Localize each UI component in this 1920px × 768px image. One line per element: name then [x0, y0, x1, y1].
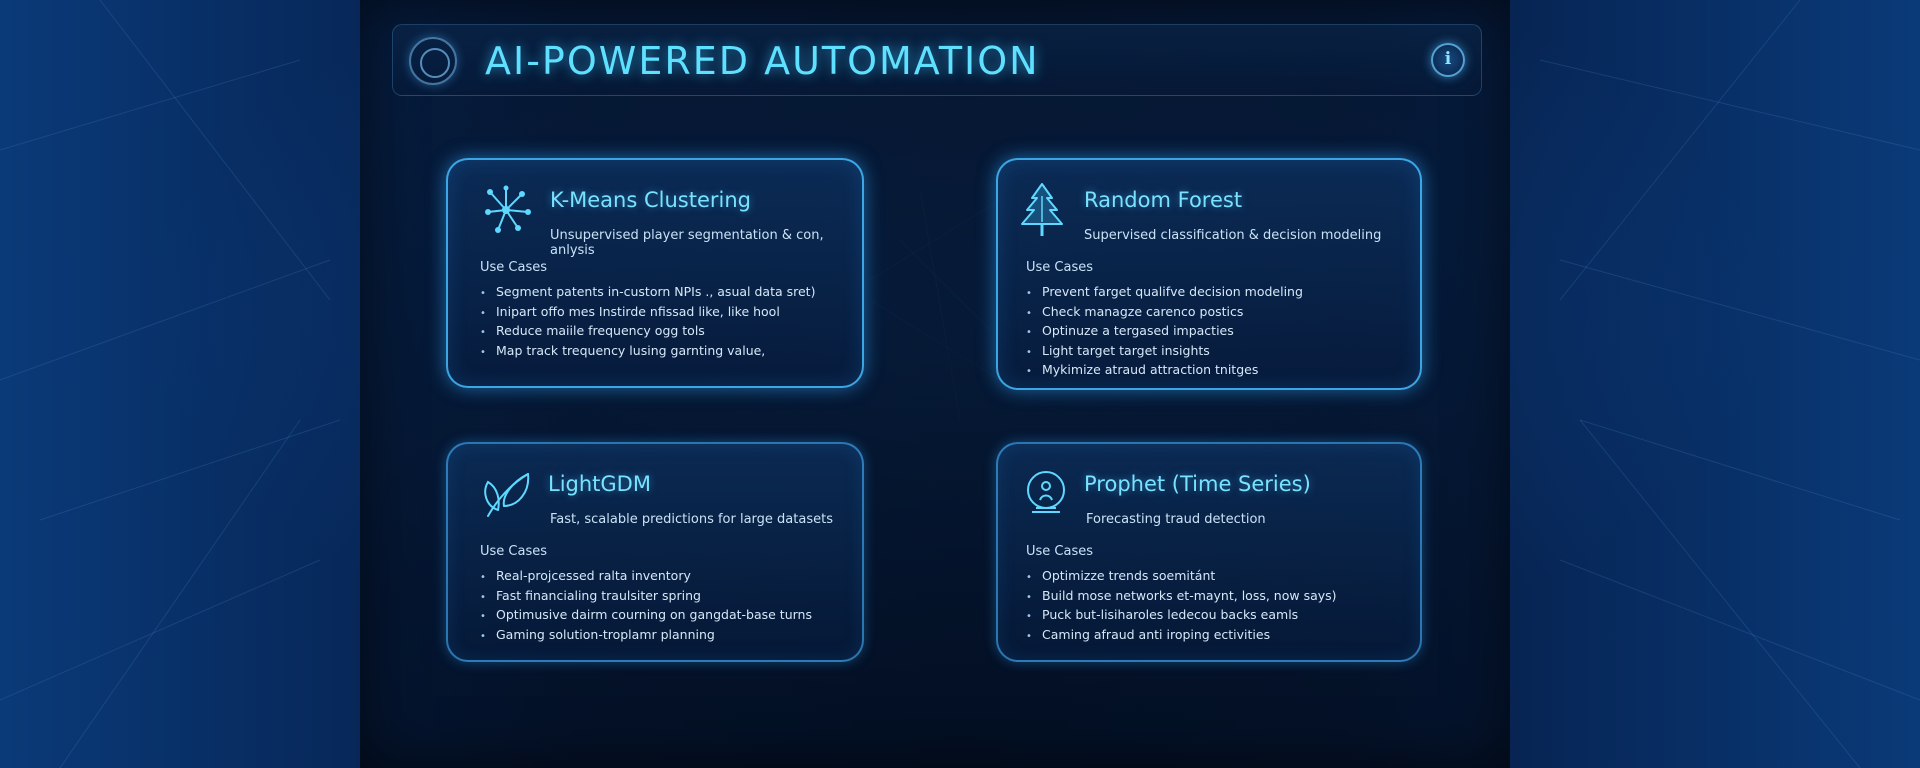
- use-case-list: Prevent farget qualifve decision modelin…: [1026, 282, 1303, 380]
- list-item: Optimusive dairm courning on gangdat-bas…: [480, 605, 812, 625]
- crystal-ball-icon: [1027, 471, 1065, 513]
- leaf-icon: [484, 473, 530, 517]
- list-item: Light target target insights: [1026, 341, 1303, 361]
- list-item: Check managze carenco postics: [1026, 302, 1303, 322]
- list-item: Fast financialing traulsiter spring: [480, 586, 812, 606]
- card-subtitle: Fast, scalable predictions for large dat…: [550, 512, 833, 527]
- use-case-list: Optimizze trends soemitánt Build mose ne…: [1026, 566, 1337, 644]
- list-item: Map track trequency lusing garnting valu…: [480, 341, 815, 361]
- use-case-list: Real-projcessed ralta inventory Fast fin…: [480, 566, 812, 644]
- use-cases-label: Use Cases: [480, 544, 548, 559]
- list-item: Optinuze a tergased impacties: [1026, 321, 1303, 341]
- use-case-list: Segment patents in-custorn NPIs ., asual…: [480, 282, 815, 360]
- card-subtitle: Supervised classification & decision mod…: [1084, 228, 1382, 243]
- use-cases-label: Use Cases: [1026, 260, 1094, 275]
- list-item: Caming afraud anti iroping ectivities: [1026, 625, 1337, 645]
- list-item: Inipart offo mes Instirde nfissad like, …: [480, 302, 815, 322]
- use-cases-label: Use Cases: [480, 260, 548, 275]
- network-nodes-icon: [485, 185, 531, 233]
- list-item: Gaming solution-troplamr planning: [480, 625, 812, 645]
- tree-icon: [1021, 183, 1063, 236]
- card-lightgdm[interactable]: LightGDM Fast, scalable predictions for …: [446, 442, 864, 662]
- card-title: K-Means Clustering: [550, 188, 751, 212]
- list-item: Optimizze trends soemitánt: [1026, 566, 1337, 586]
- list-item: Real-projcessed ralta inventory: [480, 566, 812, 586]
- card-title: Prophet (Time Series): [1084, 472, 1311, 496]
- card-prophet[interactable]: Prophet (Time Series) Forecasting traud …: [996, 442, 1422, 662]
- page-title: AI-POWERED AUTOMATION: [485, 39, 1040, 83]
- list-item: Build mose networks et-maynt, loss, now …: [1026, 586, 1337, 606]
- card-kmeans[interactable]: K-Means Clustering Unsupervised player s…: [446, 158, 864, 388]
- list-item: Segment patents in-custorn NPIs ., asual…: [480, 282, 815, 302]
- list-item: Puck but-lisiharoles ledecou backs eamls: [1026, 605, 1337, 625]
- list-item: Prevent farget qualifve decision modelin…: [1026, 282, 1303, 302]
- use-cases-label: Use Cases: [1026, 544, 1094, 559]
- info-button[interactable]: ℹ: [1431, 43, 1465, 77]
- header-bar: AI-POWERED AUTOMATION ℹ: [392, 24, 1482, 96]
- card-subtitle: Unsupervised player segmentation & con, …: [550, 228, 824, 258]
- card-subtitle: Forecasting traud detection: [1086, 512, 1266, 527]
- card-random-forest[interactable]: Random Forest Supervised classification …: [996, 158, 1422, 390]
- card-title: LightGDM: [548, 472, 651, 496]
- ring-logo-icon: [409, 37, 457, 85]
- card-title: Random Forest: [1084, 188, 1243, 212]
- info-icon: ℹ: [1444, 49, 1452, 69]
- list-item: Mykimize atraud attraction tnitges: [1026, 360, 1303, 380]
- list-item: Reduce maiile frequency ogg tols: [480, 321, 815, 341]
